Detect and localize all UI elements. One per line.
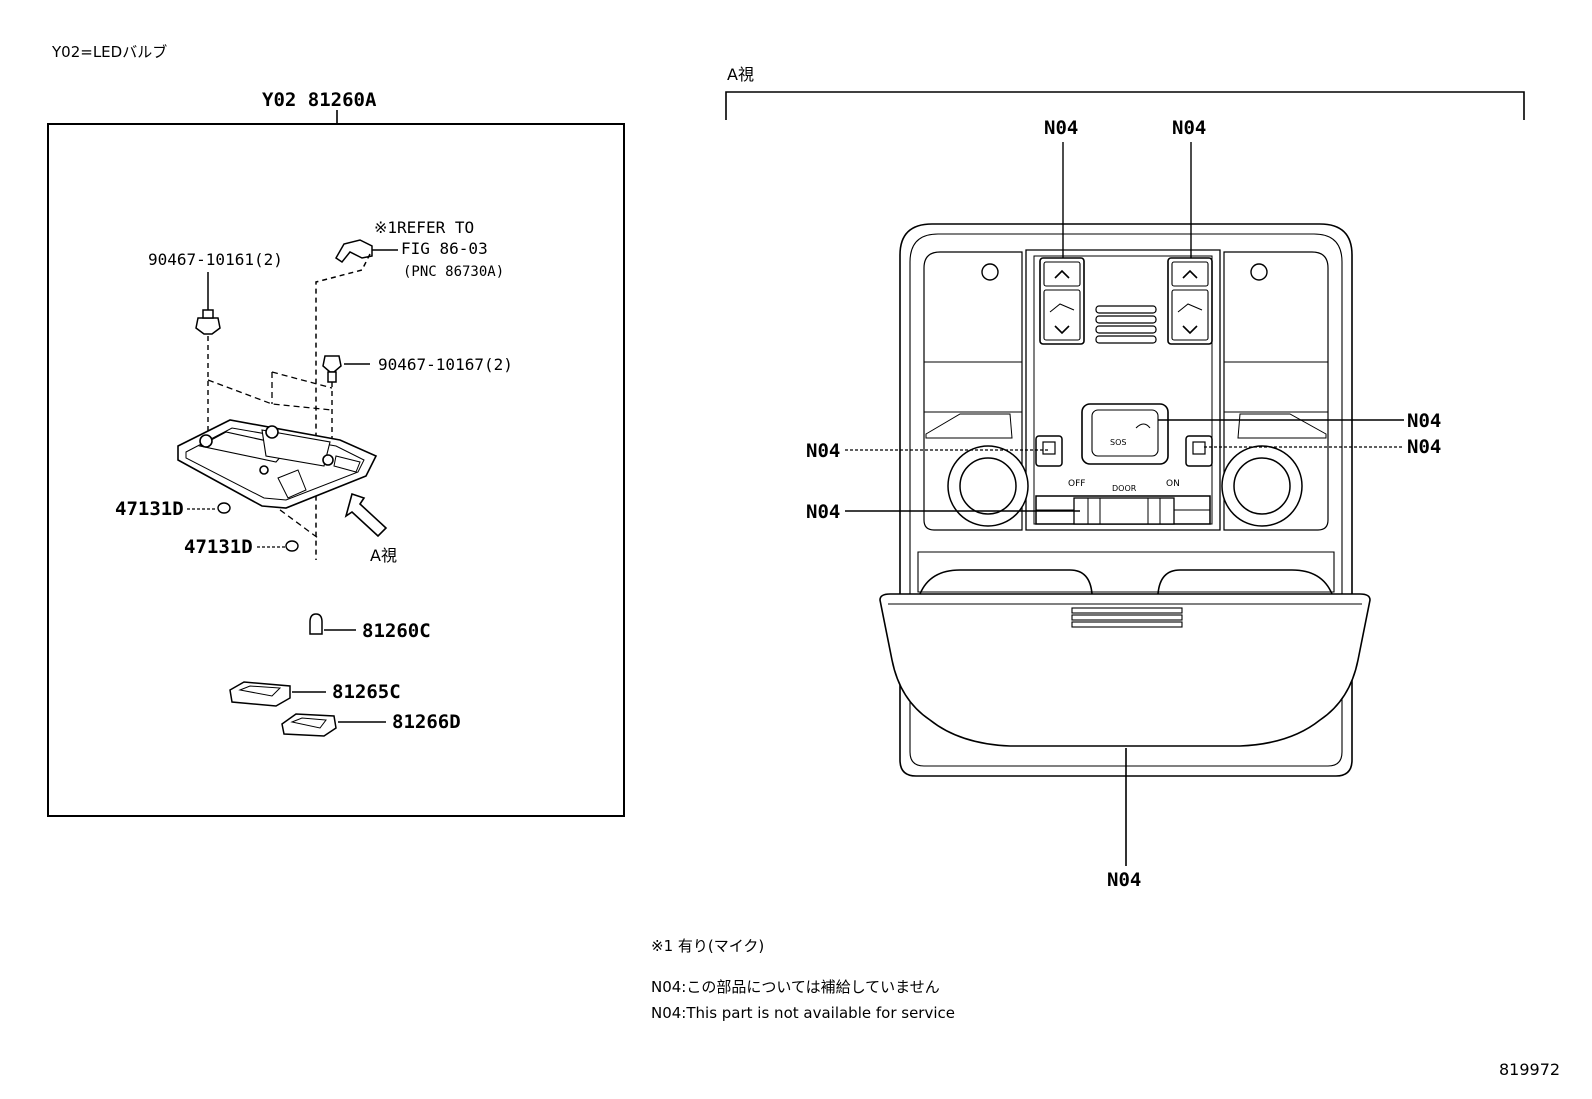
callout-left-switch: N04 [806, 440, 840, 462]
lens-2-icon [281, 713, 386, 737]
callout-top-left: N04 [1044, 117, 1078, 139]
view-bracket [725, 91, 1525, 120]
screw-hole-left-icon [981, 263, 999, 281]
plug-2-icon [285, 540, 299, 552]
room-lamp-slide-switch[interactable] [1035, 495, 1211, 525]
left-panel [47, 110, 625, 817]
lens-1-label: 81265C [332, 681, 401, 703]
view-title: A視 [727, 65, 754, 84]
refer-line-3: (PNC 86730A) [403, 264, 504, 280]
bulb-icon [309, 613, 356, 635]
sunroof-switch-left[interactable] [1039, 257, 1085, 345]
callout-slide-switch: N04 [806, 501, 840, 523]
console-housing-icon [177, 419, 378, 509]
footnote-en: N04:This part is not available for servi… [651, 1004, 955, 1022]
view-arrow-icon [344, 492, 388, 538]
lens-1-icon [229, 681, 326, 707]
screw-clip-right-icon [322, 355, 370, 383]
callout-right-switch: N04 [1407, 436, 1441, 458]
header-note: Y02=LEDバルブ [51, 43, 167, 61]
door-switch-right[interactable] [1185, 435, 1213, 467]
footnote-mark: ※1 有り(マイク) [651, 937, 764, 955]
refer-line-2: FIG 86-03 [401, 239, 488, 258]
screw-right-label: 90467-10167(2) [378, 355, 513, 374]
assembly-frame [47, 123, 625, 817]
view-label: A視 [370, 546, 397, 565]
box-latch-grille-icon [1071, 607, 1183, 628]
assembly-label: Y02 81260A [262, 89, 377, 111]
refer-line-1: ※1REFER TO [374, 218, 474, 237]
bulb-label: 81260C [362, 620, 431, 642]
sunroof-switch-right[interactable] [1167, 257, 1213, 345]
door-label: DOOR [1112, 484, 1137, 493]
map-lamp-left-icon [947, 445, 1029, 527]
callout-top-right: N04 [1172, 117, 1206, 139]
microphone-connector-icon [315, 239, 398, 560]
screw-hole-right-icon [1250, 263, 1268, 281]
figure-id: 819972 [1499, 1060, 1560, 1079]
footnote-jp: N04:この部品については補給していません [651, 978, 940, 996]
screw-clip-icon [195, 272, 221, 335]
sunglass-holder[interactable] [879, 569, 1371, 866]
lens-2-label: 81266D [392, 711, 461, 733]
callout-sos: N04 [1407, 410, 1441, 432]
plug-1-icon [217, 502, 231, 514]
callout-box: N04 [1107, 869, 1141, 891]
on-label: ON [1166, 479, 1180, 489]
door-switch-left[interactable] [1035, 435, 1063, 467]
screw-top-label: 90467-10161(2) [148, 250, 283, 269]
mic-grille-icon [1095, 305, 1157, 344]
overhead-console [899, 223, 1353, 777]
off-label: OFF [1068, 479, 1085, 489]
plug-1-label: 47131D [115, 498, 184, 520]
sos-label: SOS [1110, 438, 1126, 447]
plug-2-label: 47131D [184, 536, 253, 558]
map-lamp-right-icon [1221, 445, 1303, 527]
sos-button[interactable] [1081, 403, 1169, 465]
